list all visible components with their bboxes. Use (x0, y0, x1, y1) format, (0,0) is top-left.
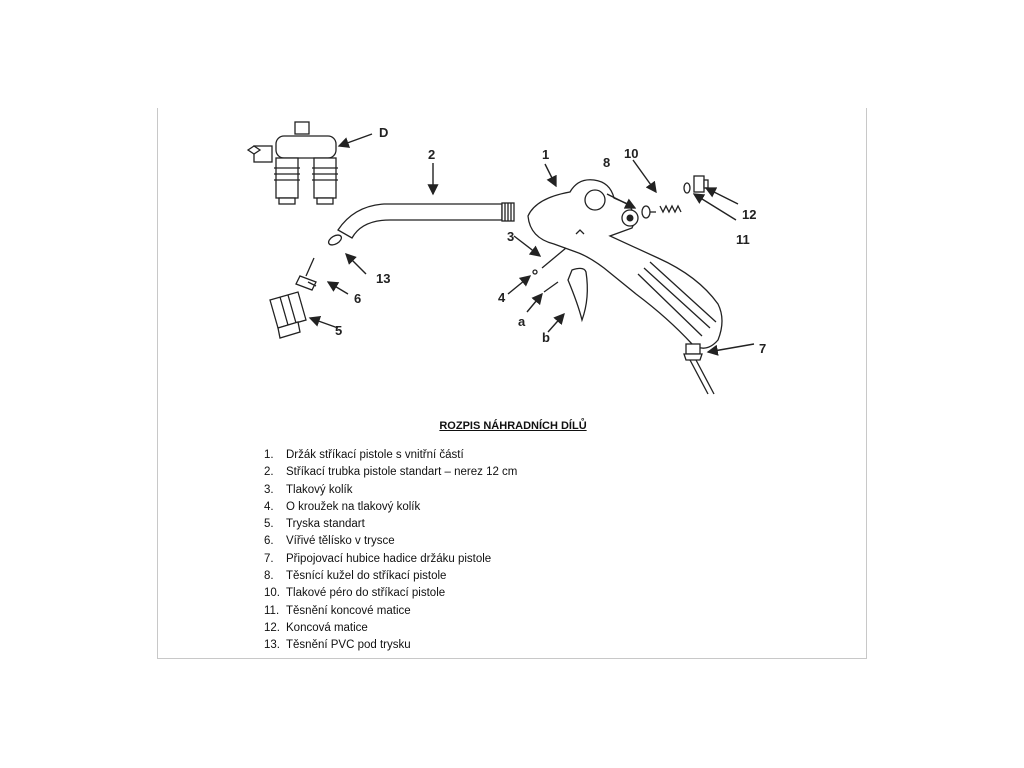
callout-3: 3 (507, 229, 514, 244)
item-number: 5. (264, 518, 274, 531)
parts-list: 1. Držák stříkací pistole s vnitřní částí… (264, 447, 517, 655)
end-nut-part-12 (693, 175, 709, 193)
o-ring-part-4 (532, 269, 538, 275)
pressure-spring-part-10 (659, 204, 682, 214)
spray-tube-part-2 (337, 202, 515, 239)
item-text: Tlakový kolík (286, 483, 353, 496)
callout-d: D (379, 125, 388, 140)
callout-5: 5 (335, 323, 342, 338)
callout-7: 7 (759, 341, 766, 356)
callout-arrows (308, 133, 755, 356)
list-item: 12. Koncová matice (264, 620, 517, 637)
item-text: Vířivé tělísko v trysce (286, 535, 395, 548)
item-text: Stříkací trubka pistole standart – nerez… (286, 466, 518, 479)
exploded-parts-diagram: D 2 1 8 10 12 11 3 4 a b 13 6 5 7 (246, 121, 766, 395)
list-item: 11. Těsnění koncové matice (264, 603, 517, 620)
item-text: O kroužek na tlakový kolík (286, 500, 421, 513)
item-number: 4. (264, 500, 274, 513)
item-number: 1. (264, 449, 274, 461)
item-number: 8. (264, 570, 274, 583)
list-item: 3. Tlakový kolík (264, 482, 517, 499)
callout-10: 10 (624, 146, 638, 161)
item-number: 3. (264, 483, 274, 496)
sealing-cone-part-8 (641, 205, 656, 219)
callout-4: 4 (498, 290, 506, 305)
list-item: 2. Stříkací trubka pistole standart – ner… (264, 464, 517, 481)
item-number: 7. (264, 552, 274, 565)
item-text: Tryska standart (286, 518, 365, 531)
hose-connector-part-7 (683, 343, 715, 395)
callout-labels: D 2 1 8 10 12 11 3 4 a b 13 6 5 7 (335, 125, 766, 356)
list-item: 7. Připojovací hubice hadice držáku pisto… (264, 551, 517, 568)
item-text: Koncová matice (286, 621, 368, 634)
callout-6: 6 (354, 291, 361, 306)
swirl-body-part-6 (295, 257, 317, 291)
parts-list-heading: ROZPIS NÁHRADNÍCH DÍLŮ (439, 420, 587, 432)
trigger-part-b (567, 267, 588, 323)
nozzle-part-5 (269, 291, 307, 339)
callout-11: 11 (736, 232, 750, 247)
item-text: Těsnění koncové matice (286, 604, 411, 617)
item-text: Těsnění PVC pod trysku (286, 639, 411, 652)
callout-8: 8 (603, 155, 610, 170)
gasket-part-13 (327, 234, 343, 246)
callout-b: b (542, 330, 550, 345)
item-text: Držák stříkací pistole s vnitřní částí (286, 449, 464, 461)
item-text: Tlakové péro do stříkací pistole (286, 587, 446, 600)
item-text: Těsnící kužel do stříkací pistole (286, 570, 447, 583)
list-item: 4. O kroužek na tlakový kolík (264, 499, 517, 516)
item-number: 11. (264, 604, 280, 617)
document-sheet: D 2 1 8 10 12 11 3 4 a b 13 6 5 7 ROZPIS… (157, 108, 867, 659)
list-item: 5. Tryska standart (264, 516, 517, 533)
item-number: 13. (264, 639, 280, 652)
gun-body-part-1 (527, 179, 723, 349)
item-number: 10. (264, 587, 280, 600)
item-number: 12. (264, 621, 280, 634)
pin-part-a (543, 281, 559, 293)
double-nozzle-part-d (246, 121, 338, 205)
list-item: 13. Těsnění PVC pod trysku (264, 637, 517, 654)
callout-13: 13 (376, 271, 390, 286)
pressure-pin-part-3 (541, 247, 567, 269)
list-item: 8. Těsnící kužel do stříkací pistole (264, 568, 517, 585)
list-item: 10. Tlakové péro do stříkací pistole (264, 585, 517, 602)
list-item: 6. Vířivé tělísko v trysce (264, 533, 517, 550)
callout-1: 1 (542, 147, 549, 162)
callout-a: a (518, 314, 526, 329)
callout-12: 12 (742, 207, 756, 222)
item-text: Připojovací hubice hadice držáku pistole (286, 552, 492, 565)
item-number: 2. (264, 466, 274, 479)
end-nut-seal-part-11 (683, 182, 691, 194)
callout-2: 2 (428, 147, 435, 162)
list-item: 1. Držák stříkací pistole s vnitřní částí (264, 447, 517, 464)
item-number: 6. (264, 535, 274, 548)
